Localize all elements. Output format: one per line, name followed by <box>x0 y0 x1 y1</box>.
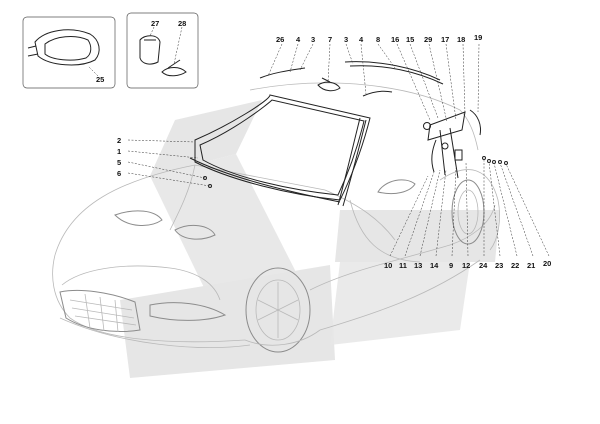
callout-3: 3 <box>311 35 315 44</box>
callout-7: 7 <box>328 35 332 44</box>
callout-23: 23 <box>495 261 503 270</box>
callout-24: 24 <box>479 261 488 270</box>
callout-2: 2 <box>117 136 121 145</box>
callout-6: 6 <box>117 169 121 178</box>
callout-1: 1 <box>117 147 121 156</box>
callout-18: 18 <box>457 35 465 44</box>
callout-3: 3 <box>344 35 348 44</box>
callout-16: 16 <box>391 35 399 44</box>
callout-13: 13 <box>414 261 422 270</box>
callout-14: 14 <box>430 261 439 270</box>
windshield-assembly <box>189 94 371 207</box>
callout-29: 29 <box>424 35 432 44</box>
callout-21: 21 <box>527 261 535 270</box>
callout-22: 22 <box>511 261 519 270</box>
callout-25: 25 <box>96 75 104 84</box>
leader-lines <box>87 26 550 257</box>
callout-19: 19 <box>474 33 482 42</box>
callout-5: 5 <box>117 158 121 167</box>
car-body-outline <box>52 82 500 353</box>
callout-27: 27 <box>151 19 159 28</box>
door-seal-parts <box>423 109 481 179</box>
callout-20: 20 <box>543 259 551 268</box>
callout-26: 26 <box>276 35 284 44</box>
callout-labels: 2 1 5 6 26 4 3 7 3 4 8 16 15 29 17 18 19… <box>96 19 551 270</box>
watermark-logo <box>120 100 500 378</box>
callout-11: 11 <box>399 261 407 270</box>
callout-17: 17 <box>441 35 449 44</box>
inset-clips <box>126 12 199 89</box>
callout-9: 9 <box>449 261 453 270</box>
callout-15: 15 <box>406 35 414 44</box>
callout-4: 4 <box>296 35 301 44</box>
callout-4: 4 <box>359 35 364 44</box>
callout-10: 10 <box>384 261 392 270</box>
callout-12: 12 <box>462 261 470 270</box>
callout-28: 28 <box>178 19 186 28</box>
roof-seal-parts <box>259 61 444 97</box>
callout-8: 8 <box>376 35 380 44</box>
